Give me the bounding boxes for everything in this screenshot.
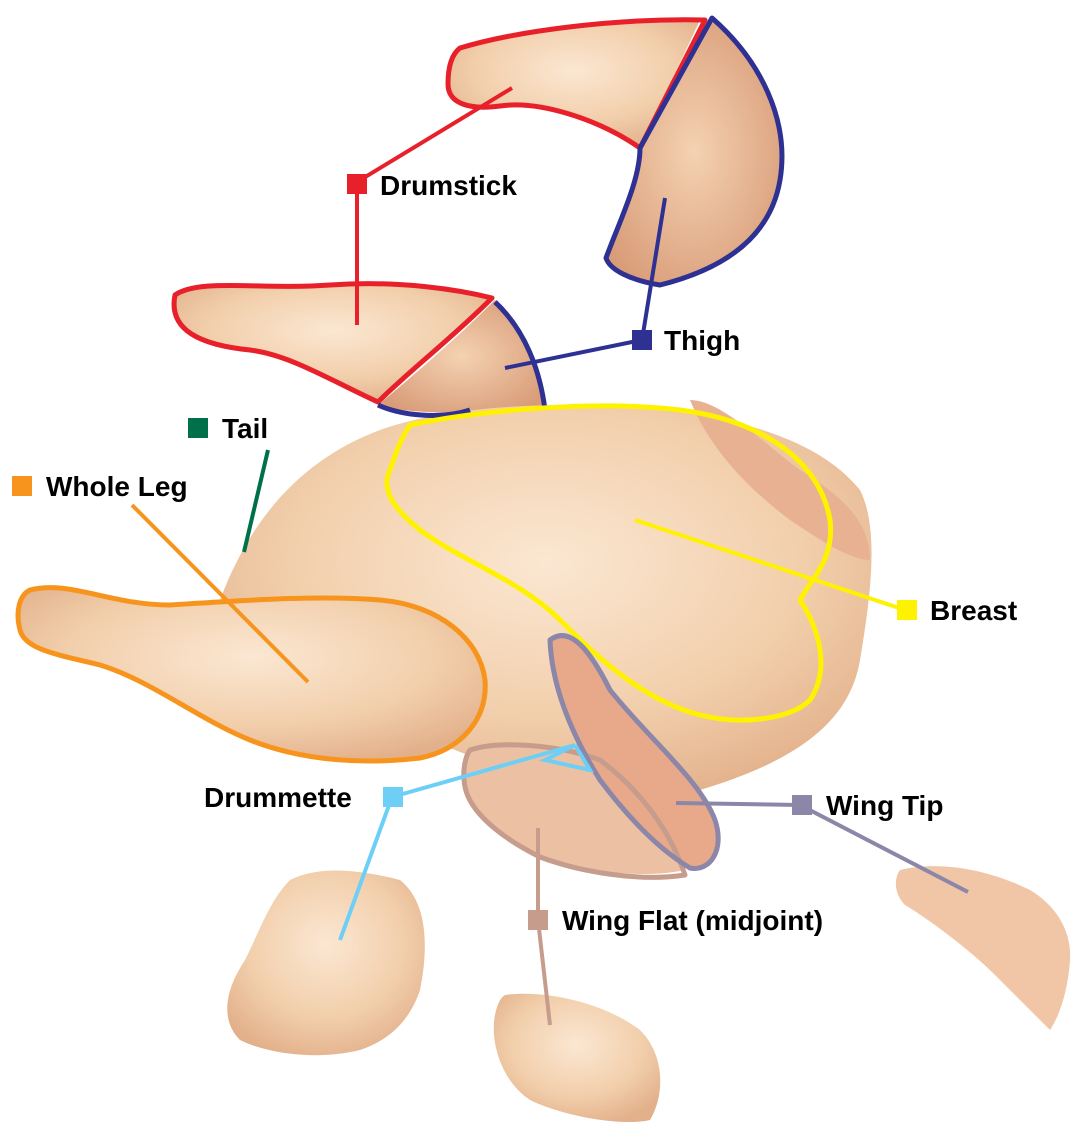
drumstick-marker <box>347 174 367 194</box>
whole-leg-label: Whole Leg <box>46 473 188 501</box>
wing-tip-label: Wing Tip <box>826 792 943 820</box>
drummette-label: Drummette <box>204 784 352 812</box>
detached-wing-flat <box>494 994 660 1122</box>
wing-flat-label: Wing Flat (midjoint) <box>562 907 823 935</box>
detached-drummette <box>227 871 425 1056</box>
wing-tip-marker <box>792 795 812 815</box>
tail-label: Tail <box>222 415 268 443</box>
whole-leg-marker <box>12 476 32 496</box>
whole-leg-piece <box>18 588 485 761</box>
wing-flat-marker <box>528 910 548 930</box>
drummette-marker <box>383 787 403 807</box>
drumstick-label: Drumstick <box>380 172 517 200</box>
breast-marker <box>897 600 917 620</box>
tail-marker <box>188 418 208 438</box>
thigh-label: Thigh <box>664 327 740 355</box>
breast-label: Breast <box>930 597 1017 625</box>
thigh-marker <box>632 330 652 350</box>
detached-wing-tip <box>896 866 1070 1030</box>
